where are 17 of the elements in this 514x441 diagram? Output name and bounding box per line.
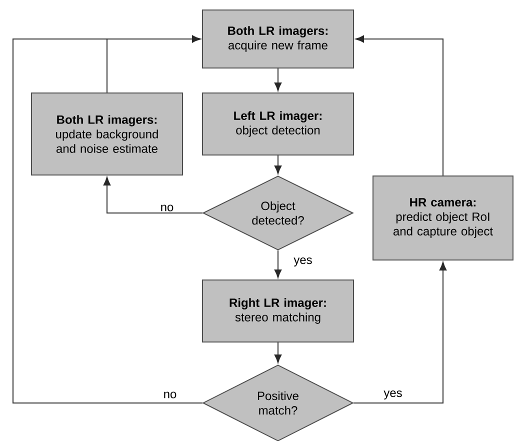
- edge-label: yes: [292, 256, 314, 268]
- process-box: Left LR imager: object detection: [202, 92, 354, 156]
- arrow: [106, 35, 201, 93]
- process-box: HR camera: predict object RoI and capture object: [372, 176, 514, 260]
- arrow: [274, 250, 282, 278]
- process-box: Both LR imagers: acquire new frame: [202, 10, 354, 68]
- arrow: [353, 262, 447, 404]
- process-box: Right LR imager: stereo matching: [202, 280, 354, 342]
- process-box: Both LR imagers: update background and noise estimate: [31, 92, 183, 176]
- arrow: [274, 155, 282, 174]
- edge-label: no: [162, 390, 178, 400]
- edge-label: yes: [382, 390, 404, 400]
- arrow: [274, 68, 282, 92]
- edge-label: no: [159, 204, 175, 212]
- arrow: [355, 35, 444, 176]
- arrow: [274, 342, 282, 364]
- arrow: [103, 176, 203, 214]
